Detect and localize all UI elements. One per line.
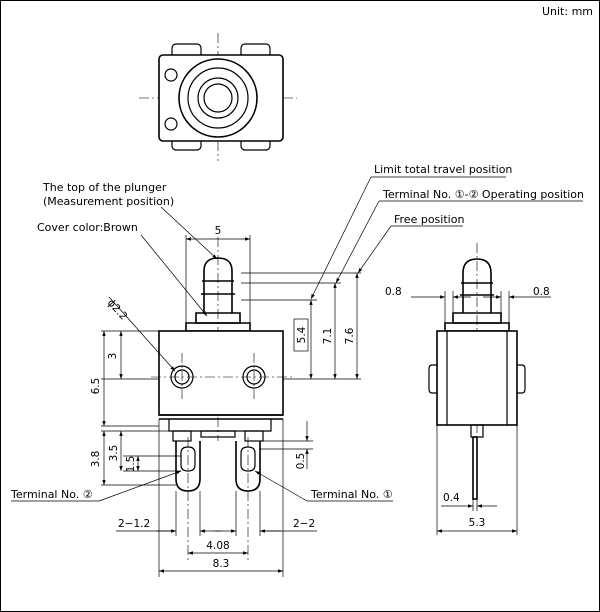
dim-side-5-3: 5.3 [469, 517, 486, 529]
dim-2-2: 2−2 [293, 518, 315, 530]
dim-4-08: 4.08 [206, 540, 229, 552]
label-terminal-2: Terminal No. ② [10, 488, 93, 501]
label-terminal-1: Terminal No. ① [310, 488, 393, 501]
dim-0-5: 0.5 [295, 453, 307, 470]
dim-height-3: 3 [107, 353, 119, 360]
dim-side-0-8-right: 0.8 [533, 286, 550, 298]
dim-height-3-5: 3.5 [108, 445, 120, 462]
dim-width-5: 5 [215, 225, 222, 237]
dim-7-6: 7.6 [344, 327, 356, 344]
dim-5-4: 5.4 [296, 326, 308, 343]
dimensions: 5 3 6.5 3.8 3.5 1.5 0.5 5.4 7 [90, 225, 551, 577]
side-view [428, 243, 526, 500]
front-view [151, 237, 295, 561]
dim-height-3-8: 3.8 [90, 451, 102, 468]
unit-label: Unit: mm [542, 5, 593, 18]
label-operating-position: Terminal No. ①-② Operating position [382, 188, 584, 201]
dim-height-6-5: 6.5 [90, 378, 102, 395]
dim-hole-dia: ϕ2.2 [105, 297, 130, 323]
label-limit-total-travel: Limit total travel position [374, 163, 512, 176]
label-plunger-top-1: The top of the plunger [42, 181, 167, 194]
top-view [139, 33, 297, 161]
leader-labels: The top of the plunger (Measurement posi… [10, 163, 584, 502]
dim-7-1: 7.1 [322, 328, 334, 345]
dim-side-0-8-left: 0.8 [385, 286, 402, 298]
dim-2-1-2: 2−1.2 [118, 518, 150, 530]
dim-height-1-5: 1.5 [125, 456, 137, 473]
dim-8-3: 8.3 [213, 558, 230, 570]
label-cover-color: Cover color:Brown [37, 221, 138, 234]
label-plunger-top-2: (Measurement position) [43, 195, 174, 208]
dim-side-0-4: 0.4 [443, 492, 460, 504]
label-free-position: Free position [394, 213, 464, 226]
